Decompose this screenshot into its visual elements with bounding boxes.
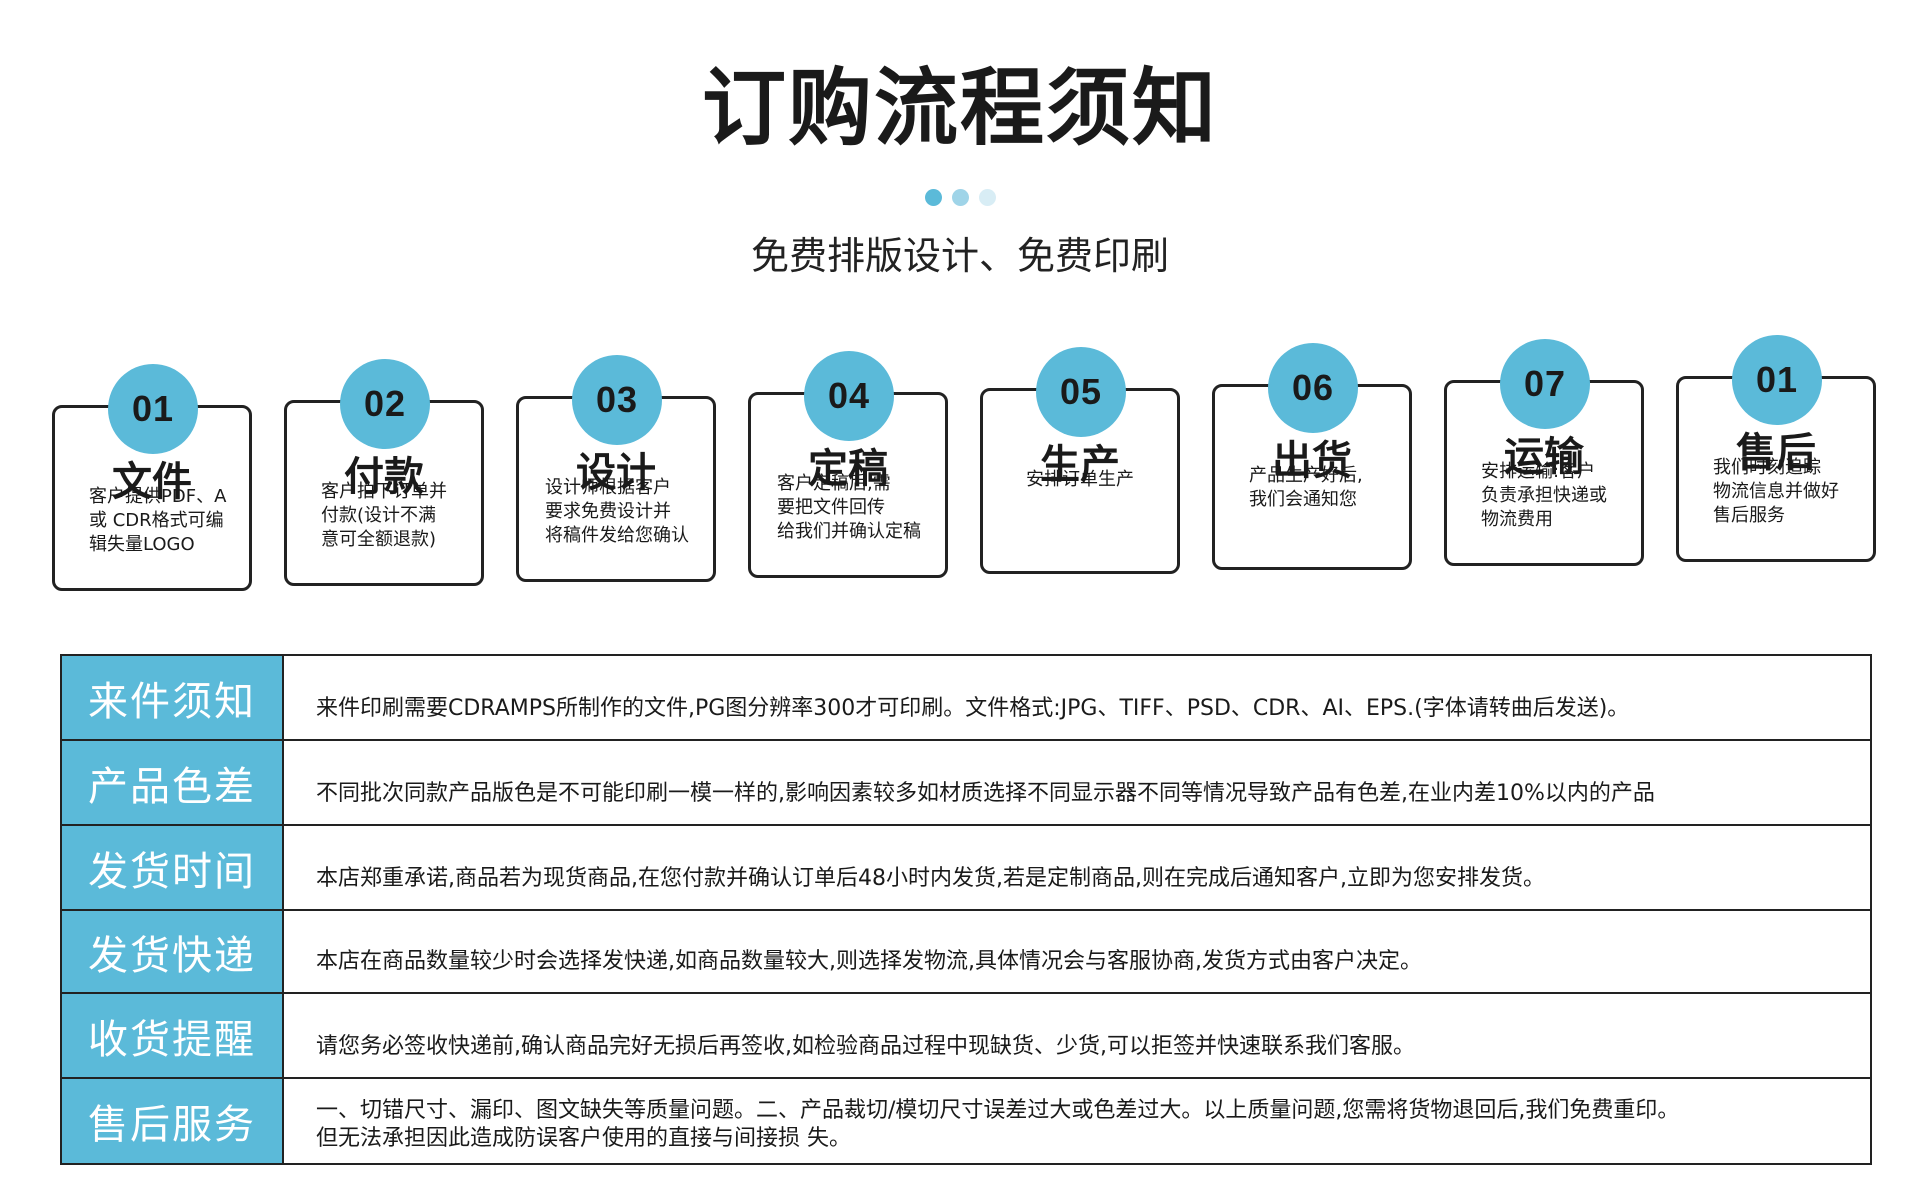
step-number-badge: 01 — [108, 364, 198, 454]
notice-text: 请您务必签收快递前,确认商品完好无损后再签收,如检验商品过程中现缺货、少货,可以… — [316, 1034, 1415, 1059]
page-title: 订购流程须知 — [701, 59, 1218, 157]
step-number-badge: 07 — [1500, 339, 1590, 429]
dot-icon — [924, 189, 942, 206]
step-card-design: 03 设计 设计师根据客户 要求免费设计并 将稿件发给您确认 — [516, 355, 716, 582]
step-card-shipment: 06 出货 产品生产好后, 我们会通知您 — [1212, 343, 1412, 570]
notice-label: 售后服务 — [62, 1079, 284, 1163]
dot-icon — [978, 189, 996, 206]
notice-row-receipt-reminder: 收货提醒 请您务必签收快递前,确认商品完好无损后再签收,如检验商品过程中现缺货、… — [62, 994, 1870, 1079]
notice-row-courier: 发货快递 本店在商品数量较少时会选择发快递,如商品数量较大,则选择发物流,具体情… — [62, 911, 1870, 994]
step-card-file: 01 文件 客户提供PDF、A 或 CDR格式可编 辑失量LOGO — [52, 364, 252, 591]
step-description: 设计师根据客户 要求免费设计并 将稿件发给您确认 — [545, 477, 689, 546]
step-card-after-sales: 01 售后 我们时刻追踪 物流信息并做好 售后服务 — [1676, 335, 1876, 562]
step-description: 客户定稿后,需 要把文件回传 给我们并确认定稿 — [777, 473, 921, 542]
notice-table: 来件须知 来件印刷需要CDRAMPS所制作的文件,PG图分辨率300才可印刷。文… — [60, 654, 1872, 1165]
step-description: 我们时刻追踪 物流信息并做好 售后服务 — [1713, 457, 1839, 526]
step-title: 生产 — [1040, 442, 1120, 488]
notice-row-file-requirements: 来件须知 来件印刷需要CDRAMPS所制作的文件,PG图分辨率300才可印刷。文… — [62, 656, 1870, 741]
notice-text: 本店郑重承诺,商品若为现货商品,在您付款并确认订单后48小时内发货,若是定制商品… — [316, 866, 1545, 891]
notice-text: 本店在商品数量较少时会选择发快递,如商品数量较大,则选择发物流,具体情况会与客服… — [316, 949, 1422, 974]
step-number-badge: 02 — [340, 359, 430, 449]
step-title: 售后 — [1736, 430, 1816, 476]
decorative-dots — [0, 189, 1920, 206]
step-number-badge: 01 — [1732, 335, 1822, 425]
notice-label: 发货快递 — [62, 911, 284, 992]
step-card-production: 05 生产 安排订单生产 — [980, 347, 1180, 574]
notice-label: 产品色差 — [62, 741, 284, 824]
step-title: 文件 — [112, 459, 192, 505]
step-title: 定稿 — [808, 446, 888, 492]
step-description: 客户提供PDF、A 或 CDR格式可编 辑失量LOGO — [89, 486, 227, 555]
step-description: 客户拍下订单并 付款(设计不满 意可全额退款) — [321, 481, 447, 550]
step-card-transport: 07 运输 安排运输:客户 负责承担快递或 物流费用 — [1444, 339, 1644, 566]
step-title: 设计 — [576, 450, 656, 496]
step-title: 运输 — [1504, 434, 1584, 480]
step-number-badge: 04 — [804, 351, 894, 441]
notice-label: 收货提醒 — [62, 994, 284, 1077]
notice-text: 不同批次同款产品版色是不可能印刷一模一样的,影响因素较多如材质选择不同显示器不同… — [316, 781, 1655, 806]
dot-icon — [951, 189, 969, 206]
step-title: 付款 — [344, 454, 424, 500]
page-subtitle: 免费排版设计、免费印刷 — [750, 234, 1169, 278]
step-number-badge: 06 — [1268, 343, 1358, 433]
notice-text: 来件印刷需要CDRAMPS所制作的文件,PG图分辨率300才可印刷。文件格式:J… — [316, 696, 1630, 721]
step-number-badge: 03 — [572, 355, 662, 445]
step-description: 产品生产好后, 我们会通知您 — [1249, 465, 1363, 510]
notice-label: 发货时间 — [62, 826, 284, 909]
step-number-badge: 05 — [1036, 347, 1126, 437]
notice-row-color-difference: 产品色差 不同批次同款产品版色是不可能印刷一模一样的,影响因素较多如材质选择不同… — [62, 741, 1870, 826]
step-card-finalize: 04 定稿 客户定稿后,需 要把文件回传 给我们并确认定稿 — [748, 351, 948, 578]
step-title: 出货 — [1272, 438, 1352, 484]
step-description: 安排运输:客户 负责承担快递或 物流费用 — [1481, 461, 1607, 530]
step-description: 安排订单生产 — [1026, 469, 1134, 490]
notice-label: 来件须知 — [62, 656, 284, 739]
step-card-payment: 02 付款 客户拍下订单并 付款(设计不满 意可全额退款) — [284, 359, 484, 586]
notice-row-after-sales: 售后服务 一、切错尺寸、漏印、图文缺失等质量问题。二、产品裁切/模切尺寸误差过大… — [62, 1079, 1870, 1163]
notice-row-shipping-time: 发货时间 本店郑重承诺,商品若为现货商品,在您付款并确认订单后48小时内发货,若… — [62, 826, 1870, 911]
notice-text: 一、切错尺寸、漏印、图文缺失等质量问题。二、产品裁切/模切尺寸误差过大或色差过大… — [316, 1098, 1680, 1151]
